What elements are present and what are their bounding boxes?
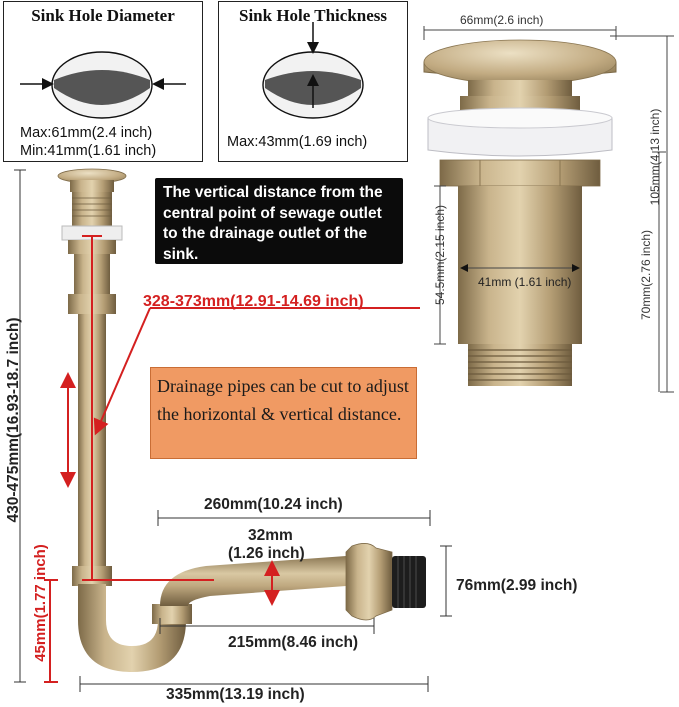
horizontal-260-label: 260mm(10.24 inch) [204,496,343,513]
hole-thickness-panel: Sink Hole Thickness Max:43mm(1.69 inch) [218,1,408,162]
body-diameter-label: 41mm (1.61 inch) [478,275,572,289]
horizontal-215-label: 215mm(8.46 inch) [228,634,359,651]
pipe-diameter-in-label: (1.26 inch) [228,545,305,562]
overall-width-label: 335mm(13.19 inch) [166,686,305,703]
bottom-offset-label: 45mm(1.77 inch) [32,544,49,662]
p-trap-dimensions [14,169,452,692]
hole-diameter-max: Max:61mm(2.4 inch) [20,125,153,141]
thread-height-label: 70mm(2.76 inch) [639,229,653,321]
total-height-label: 105mm(4.13 inch) [648,108,662,206]
vertical-span-label: 328-373mm(12.91-14.69 inch) [143,293,364,310]
body-height-label: 54.5mm(2.15 inch) [433,204,447,306]
drainage-pipes-note: Drainage pipes can be cut to adjust the … [150,367,417,459]
hole-diameter-min: Min:41mm(1.61 inch) [20,143,157,159]
hole-thickness-max: Max:43mm(1.69 inch) [227,134,368,150]
hole-diameter-panel: Sink Hole Diameter Max:61mm(2.4 inch) Mi… [3,1,203,162]
pipe-diameter-mm-label: 32mm [248,527,293,544]
overall-height-label: 430-475mm(16.93-18.7 inch) [5,317,22,523]
p-trap-red-markers [44,235,420,683]
outlet-height-label: 76mm(2.99 inch) [456,577,578,594]
cap-width-label: 66mm(2.6 inch) [460,13,544,27]
hole-diameter-illustration [20,51,186,119]
hole-diameter-title: Sink Hole Diameter [31,6,175,25]
vertical-distance-note: The vertical distance from the central p… [155,178,403,264]
hole-thickness-illustration [262,22,364,119]
hole-thickness-title: Sink Hole Thickness [238,6,388,25]
drain-plug-dimensions [423,26,674,393]
drain-plug-illustration [423,39,617,386]
